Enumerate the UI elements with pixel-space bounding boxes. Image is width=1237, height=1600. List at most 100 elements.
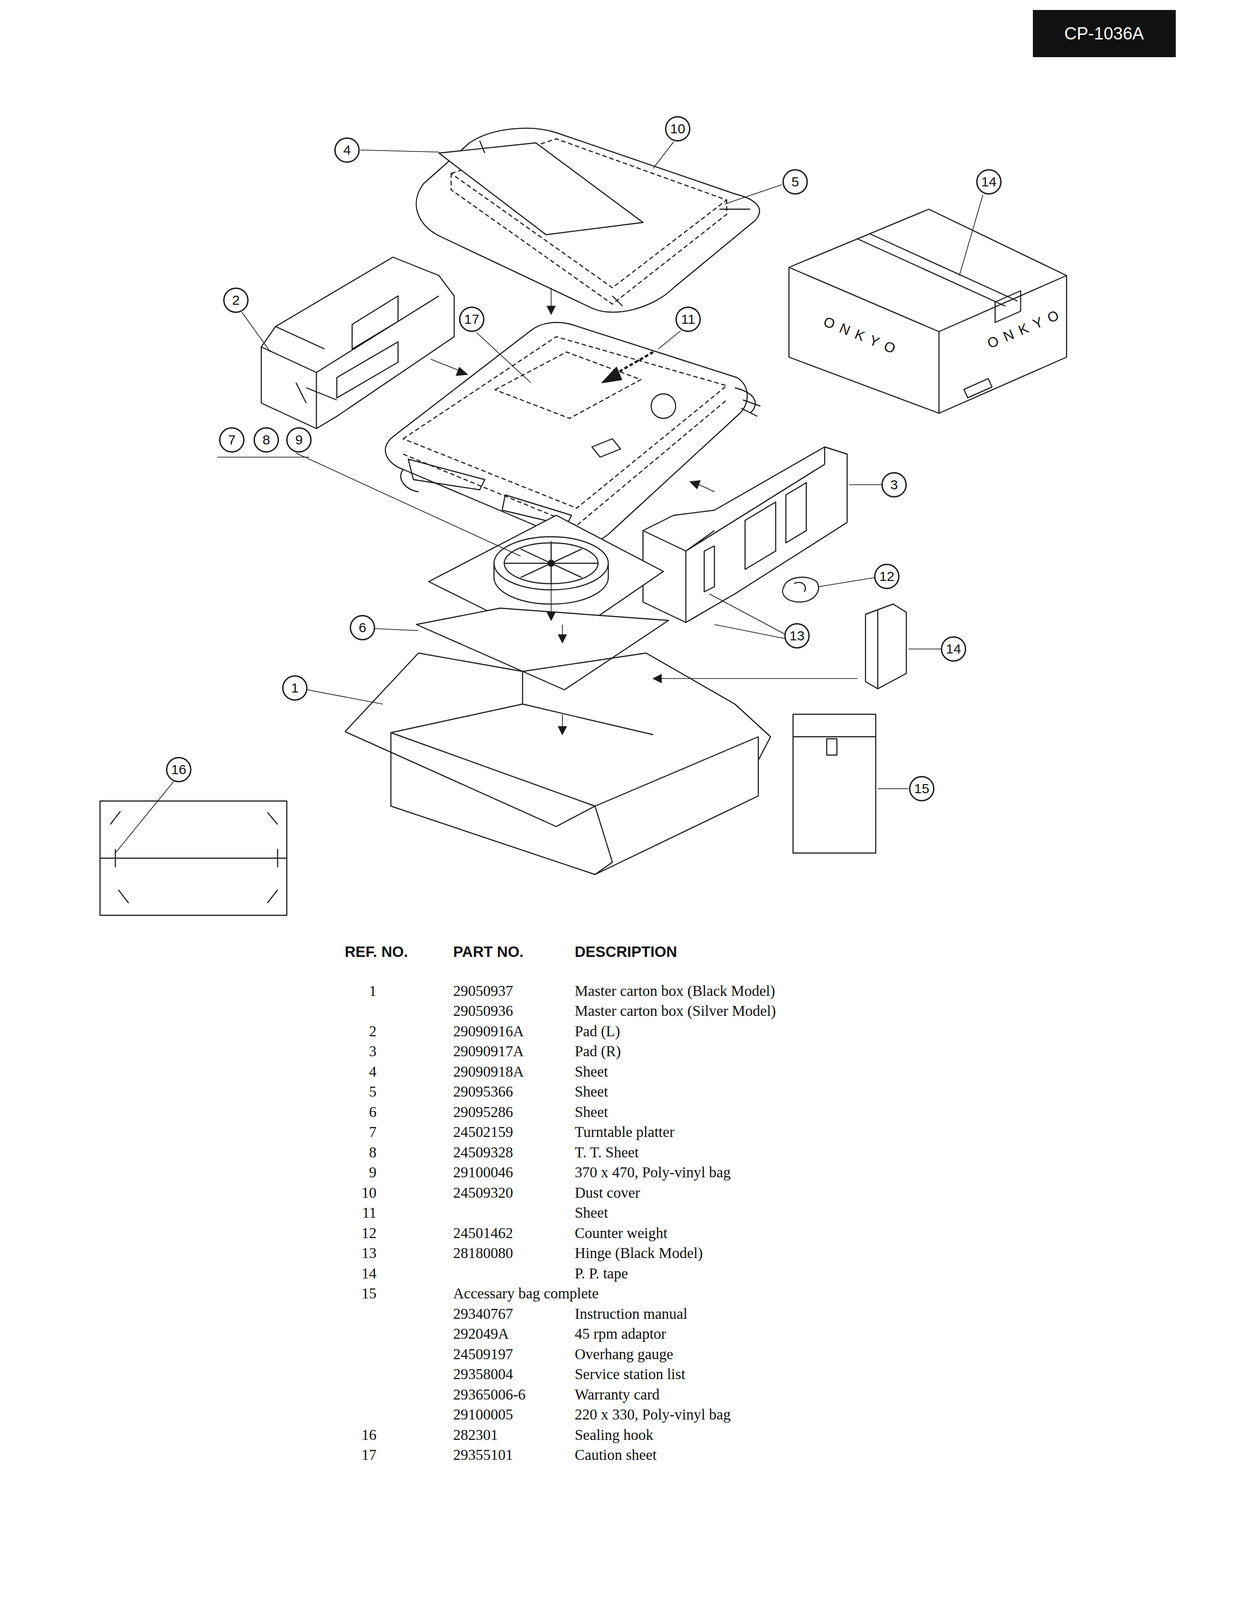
callout-number: 8 xyxy=(253,427,279,453)
table-cell: 24502159 xyxy=(453,1124,514,1141)
table-cell: 29355101 xyxy=(453,1447,514,1464)
callout-number: 4 xyxy=(334,137,360,163)
table-cell: Pad (R) xyxy=(574,1043,621,1061)
callout-text: 8 xyxy=(262,432,271,448)
table-cell: 3 xyxy=(369,1043,377,1061)
table-cell: Master carton box (Black Model) xyxy=(574,982,776,1000)
callout-text: 14 xyxy=(981,174,997,190)
callout-text: CP-1036A xyxy=(1064,24,1144,44)
callout-text: 7 xyxy=(228,432,236,448)
callout-text: 17 xyxy=(464,311,480,328)
box-logo: ONKYO xyxy=(821,313,904,360)
table-cell: 28180080 xyxy=(453,1245,514,1262)
table-cell: Master carton box (Silver Model) xyxy=(574,1002,777,1020)
callout-number: 12 xyxy=(874,563,900,590)
table-cell: 8 xyxy=(369,1144,377,1162)
callout-text: 4 xyxy=(343,142,352,158)
table-cell: 29100046 xyxy=(453,1164,514,1182)
table-cell: 2 xyxy=(369,1023,377,1041)
table-cell: 45 rpm adaptor xyxy=(574,1325,667,1343)
table-cell: 6 xyxy=(369,1104,377,1121)
table-cell: T. T. Sheet xyxy=(574,1144,639,1162)
table-cell: 24509197 xyxy=(453,1346,514,1364)
callout-text: 13 xyxy=(789,628,805,644)
model-number-box: CP-1036A xyxy=(1032,9,1176,58)
table-cell: 29100005 xyxy=(453,1406,514,1424)
table-cell: 29090917A xyxy=(453,1043,524,1061)
callout-number: 6 xyxy=(349,615,376,641)
table-cell: Sheet xyxy=(574,1083,608,1101)
callout-number: 10 xyxy=(664,116,691,142)
table-header: PART NO. xyxy=(453,943,524,961)
callout-number: 14 xyxy=(976,169,1002,195)
table-cell: Sheet xyxy=(574,1104,608,1121)
table-cell: 29365006-6 xyxy=(453,1386,526,1404)
table-cell: Hinge (Black Model) xyxy=(574,1245,703,1262)
table-cell: 282301 xyxy=(453,1427,499,1444)
table-cell: 29340767 xyxy=(453,1305,514,1323)
table-cell: 17 xyxy=(361,1447,377,1464)
table-cell: 13 xyxy=(361,1245,377,1262)
table-cell: 29095286 xyxy=(453,1104,514,1121)
table-cell: Caution sheet xyxy=(574,1447,657,1464)
callout-text: 14 xyxy=(945,641,961,657)
table-cell: 1 xyxy=(369,982,377,1000)
callout-number: 9 xyxy=(286,427,312,453)
table-cell: 5 xyxy=(369,1083,377,1101)
table-cell: 4 xyxy=(369,1063,377,1081)
table-cell: Service station list xyxy=(574,1366,686,1384)
table-cell: Warranty card xyxy=(574,1386,660,1404)
callout-text: 16 xyxy=(171,762,186,778)
callout-number: 11 xyxy=(675,306,701,333)
table-cell: 10 xyxy=(361,1184,377,1202)
callout-number: 3 xyxy=(881,472,907,498)
callout-number: 5 xyxy=(782,169,808,195)
callout-text: 11 xyxy=(680,311,695,328)
table-cell: 12 xyxy=(361,1225,377,1242)
callout-number: 13 xyxy=(784,623,810,649)
table-cell: Counter weight xyxy=(574,1225,668,1242)
table-cell: P. P. tape xyxy=(574,1265,628,1283)
table-header: DESCRIPTION xyxy=(574,943,678,961)
callout-text: 1 xyxy=(291,680,299,696)
table-cell: 220 x 330, Poly-vinyl bag xyxy=(574,1406,731,1424)
table-cell: Sealing hook xyxy=(574,1427,654,1444)
callout-text: 15 xyxy=(914,781,929,797)
callout-text: 3 xyxy=(890,477,899,493)
table-cell: 292049A xyxy=(453,1325,509,1343)
table-cell: 9 xyxy=(369,1164,377,1182)
callout-number: 17 xyxy=(459,306,485,333)
table-cell: Overhang gauge xyxy=(574,1346,674,1364)
table-cell: Turntable platter xyxy=(574,1124,675,1141)
table-cell: 24509328 xyxy=(453,1144,514,1162)
box-logo: ONKYO xyxy=(984,304,1068,353)
table-cell: 24501462 xyxy=(453,1225,514,1242)
table-cell: 11 xyxy=(361,1204,377,1222)
callout-number: 15 xyxy=(909,776,935,802)
callout-text: 10 xyxy=(669,121,685,137)
callout-text: 9 xyxy=(295,432,304,448)
table-cell: 29050937 xyxy=(453,982,514,1000)
table-cell: Sheet xyxy=(574,1204,608,1222)
table-cell: 370 x 470, Poly-vinyl bag xyxy=(574,1164,731,1182)
table-cell: 29090918A xyxy=(453,1063,524,1081)
callout-number: 1 xyxy=(282,675,308,701)
callout-number: 2 xyxy=(223,287,249,313)
callout-text: 12 xyxy=(879,568,895,585)
table-cell: 14 xyxy=(361,1265,377,1283)
table-cell: 24509320 xyxy=(453,1184,514,1202)
table-cell: 29358004 xyxy=(453,1366,514,1384)
callout-number: 14 xyxy=(940,636,967,662)
table-cell: Sheet xyxy=(574,1063,608,1081)
table-cell: 7 xyxy=(369,1124,377,1141)
table-cell: 16 xyxy=(361,1427,377,1444)
callout-text: 5 xyxy=(791,174,800,190)
table-cell: Instruction manual xyxy=(574,1305,688,1323)
table-header: REF. NO. xyxy=(344,943,408,961)
table-cell: Accessary bag complete xyxy=(453,1285,599,1303)
table-cell: 15 xyxy=(361,1285,377,1303)
callout-number: 7 xyxy=(219,427,245,453)
table-cell: Pad (L) xyxy=(574,1023,621,1041)
callout-text: 2 xyxy=(232,292,240,309)
callout-text: 6 xyxy=(358,620,367,636)
